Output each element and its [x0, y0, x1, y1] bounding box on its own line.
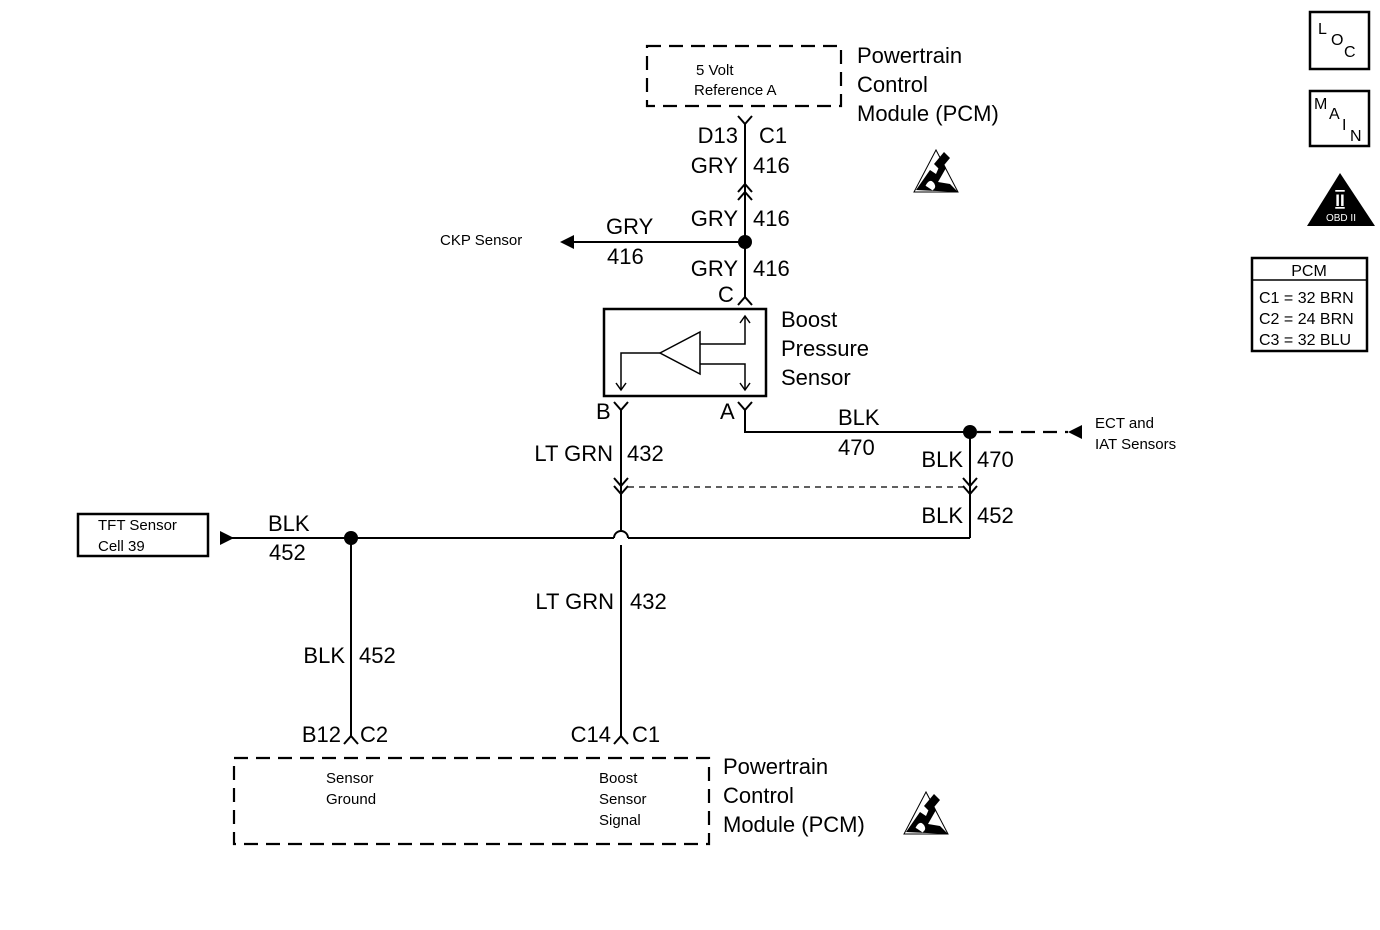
esd-warning-icon — [913, 149, 959, 193]
tft-sensor: TFT Sensor Cell 39 — [76, 512, 210, 558]
pcm-top-title-line-1: Powertrain — [857, 43, 962, 68]
pcm-table-row-3: C3 = 32 BLU — [1259, 332, 1351, 349]
pcm-signal-line-3: Signal — [599, 812, 641, 829]
inline-connector — [613, 734, 629, 745]
esd-warning-icon — [903, 791, 949, 835]
main-icon[interactable]: M A I N — [1308, 89, 1371, 148]
main-letter-m: M — [1314, 96, 1327, 113]
tft-wire-color: BLK — [268, 511, 310, 536]
pcm-top-inner-line-2: Reference A — [694, 82, 777, 99]
wire-blk-470-circuit-1: 470 — [838, 435, 875, 460]
tft-label-line-2: Cell 39 — [98, 538, 145, 555]
inline-connector — [737, 295, 753, 306]
pcm-ground-line-1: Sensor — [326, 770, 374, 787]
pcm-table-title: PCM — [1291, 263, 1327, 280]
pcm-bottom-pin-ground: B12 — [302, 722, 341, 747]
pcm-table-row-2: C2 = 24 BRN — [1259, 311, 1354, 328]
boost-pressure-sensor: Boost Pressure Sensor — [602, 307, 869, 398]
ckp-label: CKP Sensor — [440, 232, 522, 249]
ect-label-line-2: IAT Sensors — [1095, 436, 1176, 453]
sensor-title-line-2: Pressure — [781, 336, 869, 361]
inline-connector — [737, 401, 753, 412]
arrow-to-ect-iat — [1068, 425, 1082, 439]
wire-ltgrn-color-2: LT GRN — [535, 589, 614, 614]
pcm-top-title-line-3: Module (PCM) — [857, 101, 999, 126]
pcm-top-inner-line-1: 5 Volt — [696, 62, 734, 79]
sensor-pin-c: C — [718, 282, 734, 307]
inline-connector — [962, 477, 978, 496]
amplifier-icon — [658, 330, 701, 376]
pcm-connector-table: PCM C1 = 32 BRN C2 = 24 BRN C3 = 32 BLU — [1250, 256, 1369, 353]
pcm-bottom-conn-signal: C1 — [632, 722, 660, 747]
wire-gry-color-2: GRY — [691, 206, 739, 231]
pcm-bottom-title-line-3: Module (PCM) — [723, 812, 865, 837]
inline-connector — [737, 182, 753, 201]
pcm-signal-line-2: Sensor — [599, 791, 647, 808]
pcm-signal-line-1: Boost — [599, 770, 638, 787]
obd-ii-icon[interactable]: II OBD II — [1307, 173, 1375, 226]
loc-letter-o: O — [1331, 32, 1343, 49]
obd-roman: II — [1335, 191, 1344, 210]
main-letter-a: A — [1329, 106, 1340, 123]
wire-gry-color-1: GRY — [691, 153, 739, 178]
inline-connector — [613, 401, 629, 412]
wire-blk-452-circuit-2: 452 — [359, 643, 396, 668]
inline-connector — [343, 734, 359, 745]
arrow-to-tft — [220, 531, 234, 545]
tft-label-line-1: TFT Sensor — [98, 517, 177, 534]
pcm-top-pin: D13 — [698, 123, 738, 148]
obd-text: OBD II — [1326, 213, 1356, 224]
wire-blk-470-circuit-2: 470 — [977, 447, 1014, 472]
loc-letter-c: C — [1344, 44, 1356, 61]
sensor-pin-b: B — [596, 399, 611, 424]
arrow-to-ckp — [560, 235, 574, 249]
pcm-bottom-conn-ground: C2 — [360, 722, 388, 747]
sensor-title-line-3: Sensor — [781, 365, 851, 390]
sensor-box — [602, 307, 768, 398]
wire-ltgrn-circuit-2: 432 — [630, 589, 667, 614]
sensor-title-line-1: Boost — [781, 307, 837, 332]
wire-crossover — [613, 530, 629, 539]
pcm-ground-line-2: Ground — [326, 791, 376, 808]
sensor-pin-a: A — [720, 399, 735, 424]
wire-blk-452-circuit-1: 452 — [977, 503, 1014, 528]
wire-gry-circuit-3: 416 — [753, 256, 790, 281]
tft-sensor-box — [76, 512, 210, 558]
pcm-bottom-pin-signal: C14 — [571, 722, 611, 747]
ckp-wire-circuit: 416 — [607, 244, 644, 269]
wire-blk-color-2: BLK — [921, 447, 963, 472]
main-letter-i: I — [1342, 117, 1346, 134]
wire-gry-circuit-2: 416 — [753, 206, 790, 231]
pcm-top-connector-label: C1 — [759, 123, 787, 148]
pcm-bottom: Sensor Ground Boost Sensor Signal Powert… — [232, 754, 949, 846]
wire-gry-circuit-1: 416 — [753, 153, 790, 178]
wire-gry-color-3: GRY — [691, 256, 739, 281]
ect-label-line-1: ECT and — [1095, 415, 1154, 432]
pcm-top-connector: D13 C1 — [698, 115, 787, 148]
wire-blk-color-1: BLK — [838, 405, 880, 430]
wire-ltgrn-color-1: LT GRN — [534, 441, 613, 466]
inline-connector — [737, 115, 753, 126]
pcm-top-box — [645, 44, 843, 108]
loc-icon[interactable]: L O C — [1308, 10, 1371, 71]
pcm-table-row-1: C1 = 32 BRN — [1259, 290, 1354, 307]
main-letter-n: N — [1350, 128, 1362, 145]
pcm-bottom-title-line-2: Control — [723, 783, 794, 808]
pcm-bottom-box — [232, 756, 711, 846]
wire-blk-color-4: BLK — [303, 643, 345, 668]
wire-ltgrn-circuit-1: 432 — [627, 441, 664, 466]
tft-wire-circuit: 452 — [269, 540, 306, 565]
wire-blk-470 — [744, 410, 970, 433]
wire-blk-color-3: BLK — [921, 503, 963, 528]
pcm-bottom-title-line-1: Powertrain — [723, 754, 828, 779]
pcm-top: 5 Volt Reference A Powertrain Control Mo… — [645, 43, 999, 193]
pcm-top-title-line-2: Control — [857, 72, 928, 97]
ckp-wire-color: GRY — [606, 214, 654, 239]
loc-letter-l: L — [1318, 21, 1327, 38]
